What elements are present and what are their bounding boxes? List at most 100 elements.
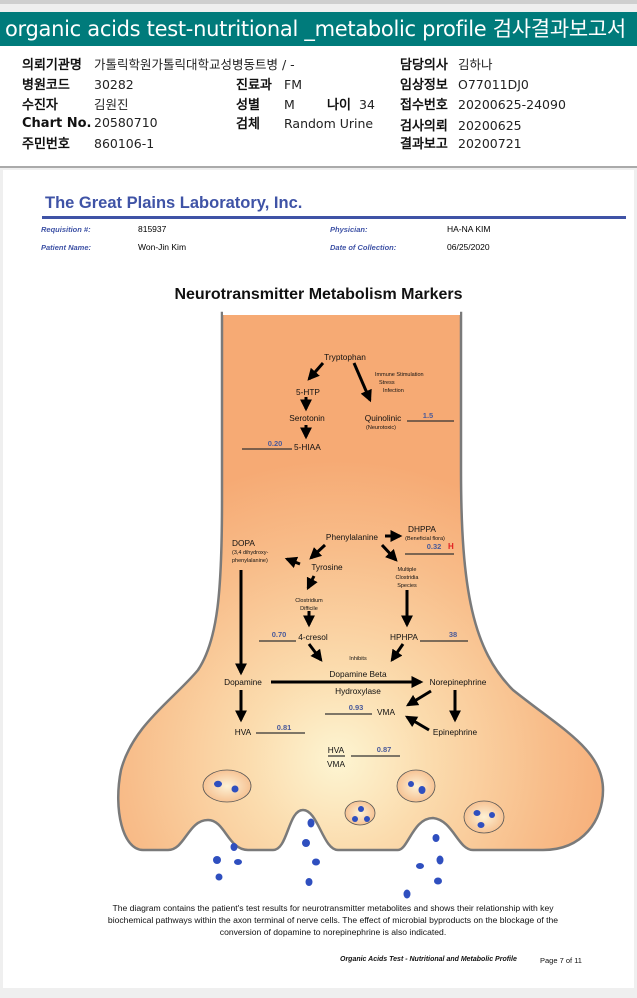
dot — [352, 816, 358, 822]
dot — [231, 785, 239, 793]
node-dopa: DOPA — [232, 538, 255, 548]
node-dopa-sub1: (3,4 dihydroxy- — [232, 550, 269, 556]
vesicle — [396, 769, 436, 803]
requisition-label: Requisition #: — [41, 225, 91, 234]
arrow-cresol-dbh — [307, 643, 323, 662]
arrow-hphpa-dbh — [390, 643, 405, 662]
dot — [436, 855, 444, 865]
node-serotonin: Serotonin — [289, 413, 325, 423]
diagram-caption: The diagram contains the patient's test … — [107, 903, 559, 937]
dot — [214, 780, 222, 788]
report-page[interactable]: The Great Plains Laboratory, Inc. Requis… — [3, 170, 634, 988]
dot — [489, 812, 495, 818]
specimen-label: 검체 — [236, 117, 260, 132]
doctor-label: 담당의사 — [400, 58, 448, 73]
dot — [230, 843, 238, 851]
dot — [477, 822, 485, 828]
node-beneficial: (Beneficial flora) — [405, 536, 445, 542]
dot — [215, 873, 223, 881]
value-4cresol: 0.70 — [272, 630, 287, 639]
node-ratio-vma: VMA — [327, 759, 345, 769]
receipt-row: 접수번호 20200625-24090 — [400, 94, 566, 113]
hospital-row: 의뢰기관명 가톨릭학원가톨릭대학교성병동트병 / - — [22, 54, 295, 73]
dot — [403, 889, 411, 899]
collection-label: Date of Collection: — [330, 243, 397, 252]
doctor-row: 담당의사 김하나 — [400, 54, 493, 73]
arrow-trp-htp — [307, 362, 325, 381]
node-neurotoxic: (Neurotoxic) — [366, 425, 396, 431]
dot — [434, 877, 442, 885]
value-quinolinic: 1.5 — [423, 411, 433, 420]
arrow-norepi-vma — [405, 689, 432, 707]
node-dopamine: Dopamine — [224, 677, 262, 687]
node-hva: HVA — [235, 727, 252, 737]
node-5hiaa: 5-HIAA — [294, 442, 321, 452]
pathway-arrows — [235, 362, 461, 732]
dept-value: FM — [284, 77, 302, 92]
arrow-phe-clos — [380, 543, 398, 562]
dot — [312, 858, 320, 866]
receipt-label: 접수번호 — [400, 98, 448, 113]
dot — [358, 806, 364, 812]
node-hphpa: HPHPA — [390, 632, 418, 642]
header-divider — [0, 166, 637, 168]
dot — [473, 810, 481, 816]
arrow-trp-quin — [352, 362, 372, 403]
node-tyrosine: Tyrosine — [311, 562, 343, 572]
dot — [213, 856, 221, 864]
hospital-code-row: 병원코드 30282 — [22, 74, 134, 93]
specimen-row: 검체 Random Urine — [236, 113, 373, 132]
value-hva: 0.81 — [277, 723, 292, 732]
neuron-diagram: Tryptophan Immune Stimulation Stress Inf… — [117, 311, 605, 899]
hospital-code-label: 병원코드 — [22, 78, 70, 93]
dept-label: 진료과 — [236, 78, 272, 93]
chart-value: 20580710 — [94, 115, 158, 130]
dot — [432, 834, 440, 842]
report-date-label: 결과보고 — [400, 137, 448, 152]
chart-label: Chart No. — [22, 116, 92, 131]
requisition-value: 815937 — [138, 224, 167, 234]
request-label: 검사의뢰 — [400, 119, 448, 134]
value-5hiaa: 0.20 — [268, 439, 283, 448]
vesicles — [202, 769, 505, 834]
node-dhppa: DHPPA — [408, 524, 436, 534]
report-header: 의뢰기관명 가톨릭학원가톨릭대학교성병동트병 / - 병원코드 30282 수진자 김… — [0, 46, 637, 166]
node-cdiff-2: Difficile — [300, 606, 318, 612]
node-cdiff-1: Clostridium — [295, 598, 323, 604]
dot — [234, 859, 242, 865]
dot — [418, 786, 426, 794]
neurotransmitter-dots — [213, 780, 495, 899]
dot — [408, 781, 414, 787]
window-top-border — [0, 0, 637, 4]
dept-row: 진료과 FM — [236, 74, 302, 93]
value-hva-vma: 0.87 — [377, 745, 392, 754]
node-inhibits: Inhibits — [349, 656, 367, 662]
hospital-code-value: 30282 — [94, 77, 134, 92]
footer-title: Organic Acids Test - Nutritional and Met… — [340, 956, 517, 963]
resident-value: 860106-1 — [94, 136, 155, 151]
lab-name: The Great Plains Laboratory, Inc. — [45, 194, 303, 212]
node-vma: VMA — [377, 707, 395, 717]
node-dbh-1: Dopamine Beta — [329, 669, 387, 679]
age-label: 나이 — [327, 98, 351, 113]
doctor-value: 김하나 — [458, 57, 493, 72]
flag-dhppa-high: H — [448, 542, 454, 551]
specimen-value: Random Urine — [284, 116, 374, 131]
hospital-value: 가톨릭학원가톨릭대학교성병동트병 / - — [94, 57, 295, 72]
diagram-title: Neurotransmitter Metabolism Markers — [174, 286, 463, 303]
node-ratio-hva: HVA — [328, 745, 345, 755]
collection-value: 06/25/2020 — [447, 242, 490, 252]
arrow-epi-vma — [404, 715, 430, 732]
receipt-value: 20200625-24090 — [458, 97, 566, 112]
node-clostridia-1: Multiple — [398, 567, 417, 573]
node-immune-2: Stress — [379, 380, 395, 386]
patient-value: 김원진 — [94, 97, 129, 112]
patient-row: 수진자 김원진 — [22, 94, 129, 113]
cell-top-fill — [223, 311, 460, 315]
patient-label: 수진자 — [22, 98, 58, 113]
hospital-label: 의뢰기관명 — [22, 58, 82, 73]
